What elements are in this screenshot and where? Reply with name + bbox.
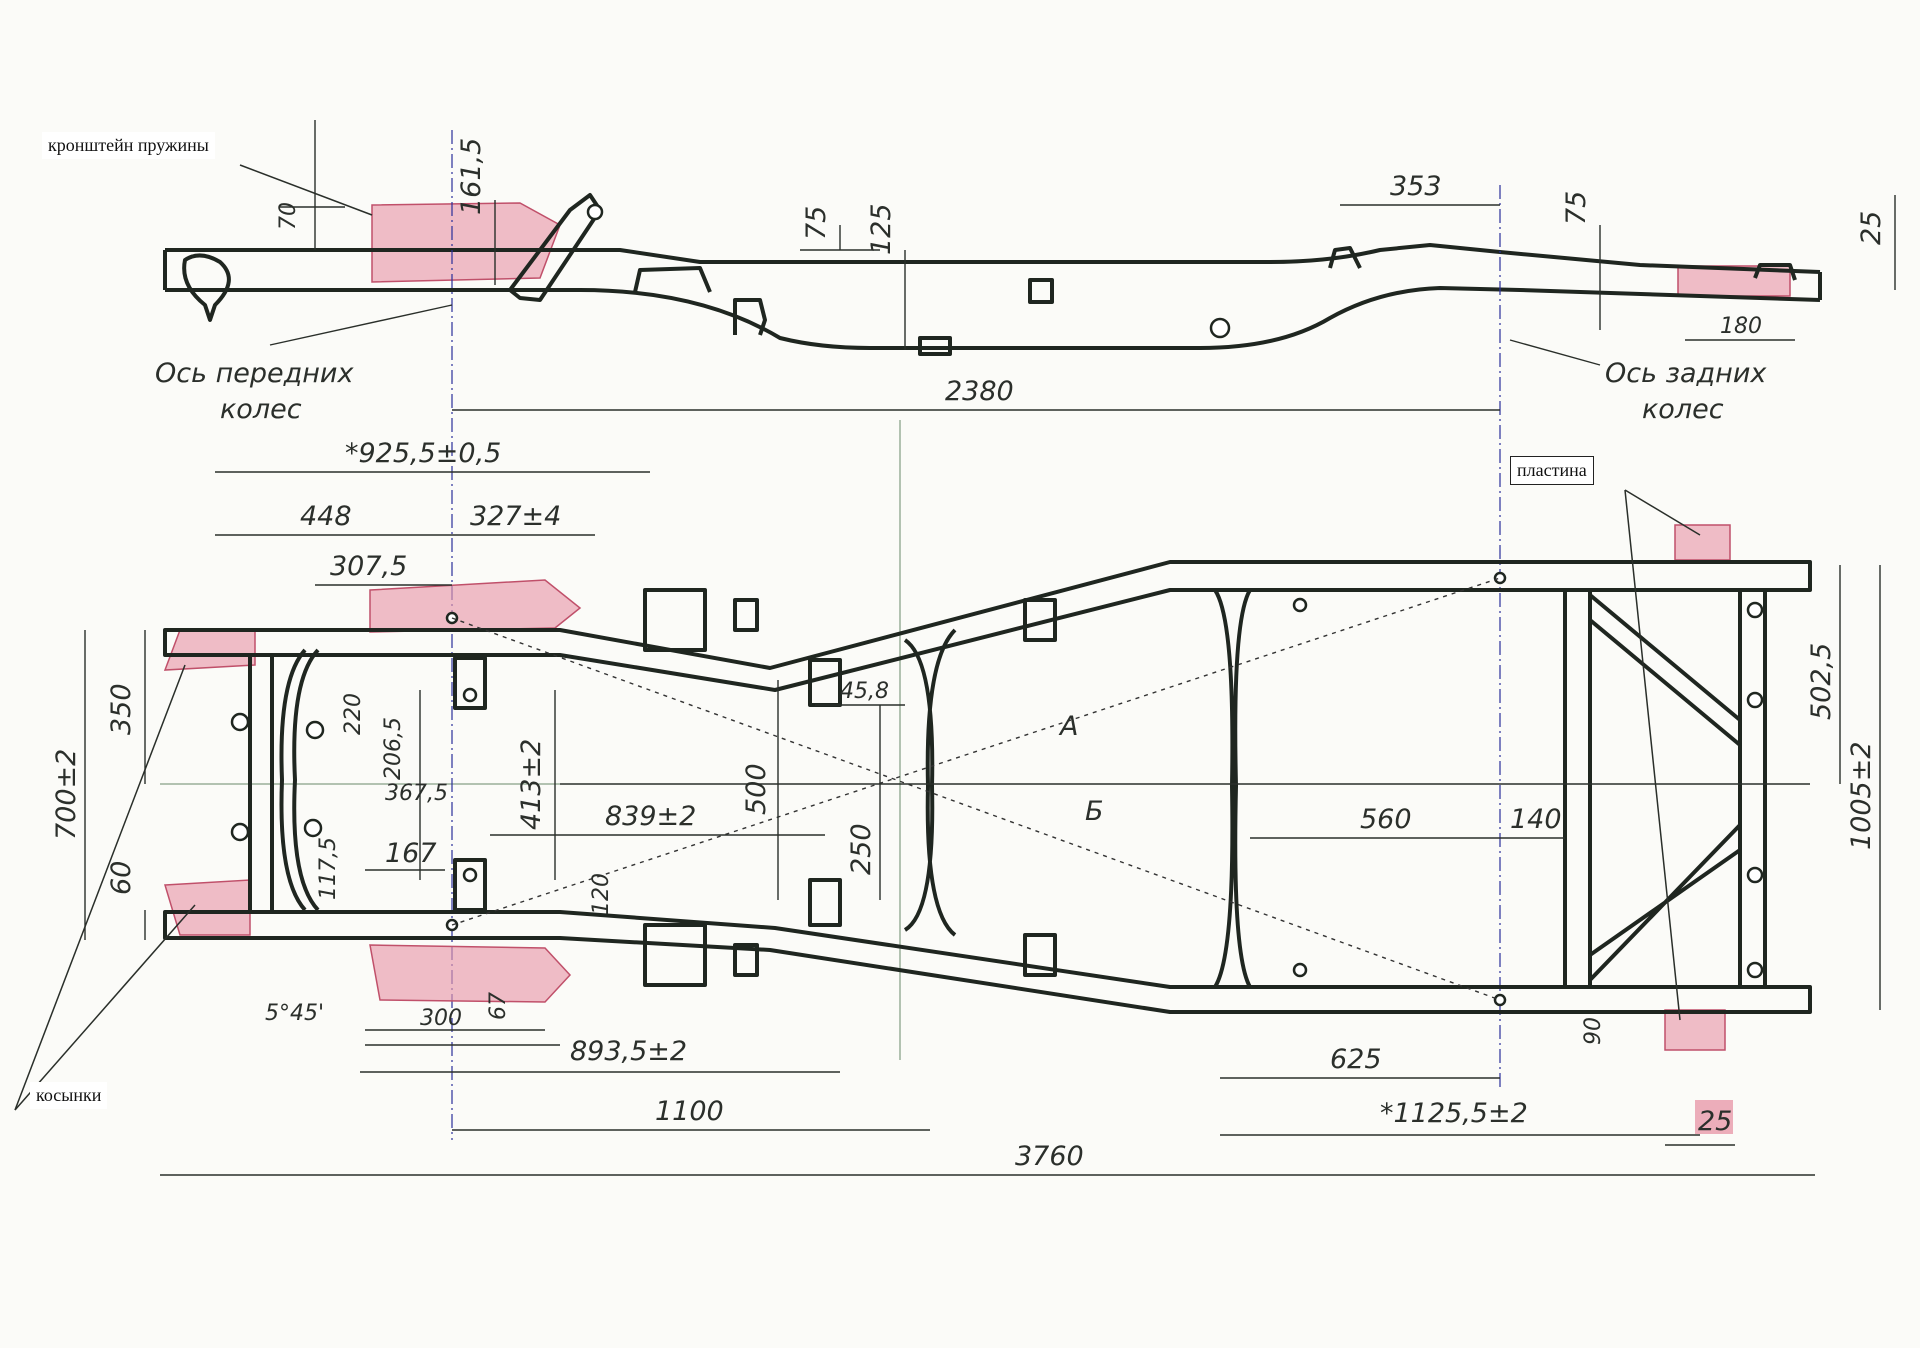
dim-307-5: 307,5 — [330, 551, 407, 582]
dim-70: 70 — [276, 202, 301, 230]
dim-1100: 1100 — [655, 1096, 724, 1127]
right-rail — [163, 910, 1812, 1014]
dim-500: 500 — [741, 763, 772, 815]
dim-25-top: 25 — [1856, 211, 1887, 245]
front-axle-caption-1: Ось передних — [155, 358, 354, 389]
plan-view: А Б *925,5±0,5 448 327±4 307,5 700±2 350… — [14, 164, 1881, 1176]
dim-893-5: 893,5±2 — [570, 1036, 687, 1067]
rear-axle-caption-2: колес — [1642, 394, 1724, 425]
dim-117-5: 117,5 — [316, 837, 341, 900]
left-gusset-top — [163, 629, 256, 671]
plate-top-highlight — [1674, 524, 1731, 561]
dim-327: 327±4 — [470, 501, 561, 532]
dim-75-a: 75 — [801, 206, 832, 240]
diagonal-b — [451, 577, 1501, 926]
dim-448: 448 — [300, 501, 352, 532]
side-view: 70 161,5 75 125 353 75 25 180 2380 Ось п… — [155, 120, 1896, 1140]
dim-1125-5: *1125,5±2 — [1380, 1098, 1528, 1129]
dim-220: 220 — [341, 693, 366, 735]
rear-axle-caption-1: Ось задних — [1605, 358, 1767, 389]
dim-250: 250 — [846, 823, 877, 875]
middle-crossmember — [903, 628, 957, 937]
dim-60: 60 — [106, 861, 137, 895]
gussets-label: косынки — [30, 1082, 108, 1109]
dim-502-5: 502,5 — [1806, 643, 1837, 720]
dim-350: 350 — [106, 683, 137, 735]
dim-925-5: *925,5±0,5 — [345, 438, 501, 469]
dim-839: 839±2 — [605, 801, 696, 832]
dim-25-bottom: 25 — [1698, 1106, 1732, 1137]
dim-180: 180 — [1720, 314, 1762, 339]
front-axle-caption-2: колес — [220, 394, 302, 425]
spring-bracket-label: кронштейн пружины — [42, 132, 215, 159]
dim-206-5: 206,5 — [381, 717, 406, 780]
dim-413: 413±2 — [516, 739, 547, 830]
dim-300: 300 — [420, 1006, 462, 1031]
dim-700: 700±2 — [51, 749, 82, 840]
rear-plate-highlight — [1677, 265, 1791, 297]
dim-367-5: 367,5 — [385, 781, 448, 806]
plate-label: пластина — [1510, 456, 1594, 485]
diagonal-a-label: А — [1058, 711, 1078, 742]
dim-5-45: 5°45' — [265, 1001, 324, 1026]
front-left-bracket-highlight — [369, 579, 582, 633]
plate-bottom-highlight — [1664, 1009, 1726, 1051]
dim-560: 560 — [1360, 804, 1412, 835]
dim-353: 353 — [1390, 171, 1442, 202]
diagonal-b-label: Б — [1085, 796, 1104, 827]
left-rail — [163, 560, 1812, 692]
dim-67: 67 — [486, 992, 511, 1020]
dim-140: 140 — [1510, 804, 1562, 835]
front-right-bracket-highlight — [369, 944, 572, 1003]
front-crossmember — [248, 653, 274, 914]
dim-167: 167 — [385, 838, 437, 869]
rear-crossmember-a — [1213, 588, 1252, 989]
dim-125: 125 — [866, 203, 897, 255]
dim-2380: 2380 — [945, 376, 1014, 407]
dim-625: 625 — [1330, 1044, 1382, 1075]
dim-120: 120 — [589, 873, 614, 915]
diagonal-a — [451, 617, 1501, 1001]
left-gusset-bottom — [164, 879, 251, 936]
dim-75-b: 75 — [1561, 191, 1592, 225]
side-rail-lower — [165, 286, 1821, 350]
dim-3760: 3760 — [1015, 1141, 1084, 1172]
dim-1005: 1005±2 — [1846, 741, 1877, 850]
dim-161-5: 161,5 — [456, 138, 487, 215]
dim-45-8: 45,8 — [840, 679, 889, 704]
dim-90: 90 — [1581, 1017, 1606, 1045]
